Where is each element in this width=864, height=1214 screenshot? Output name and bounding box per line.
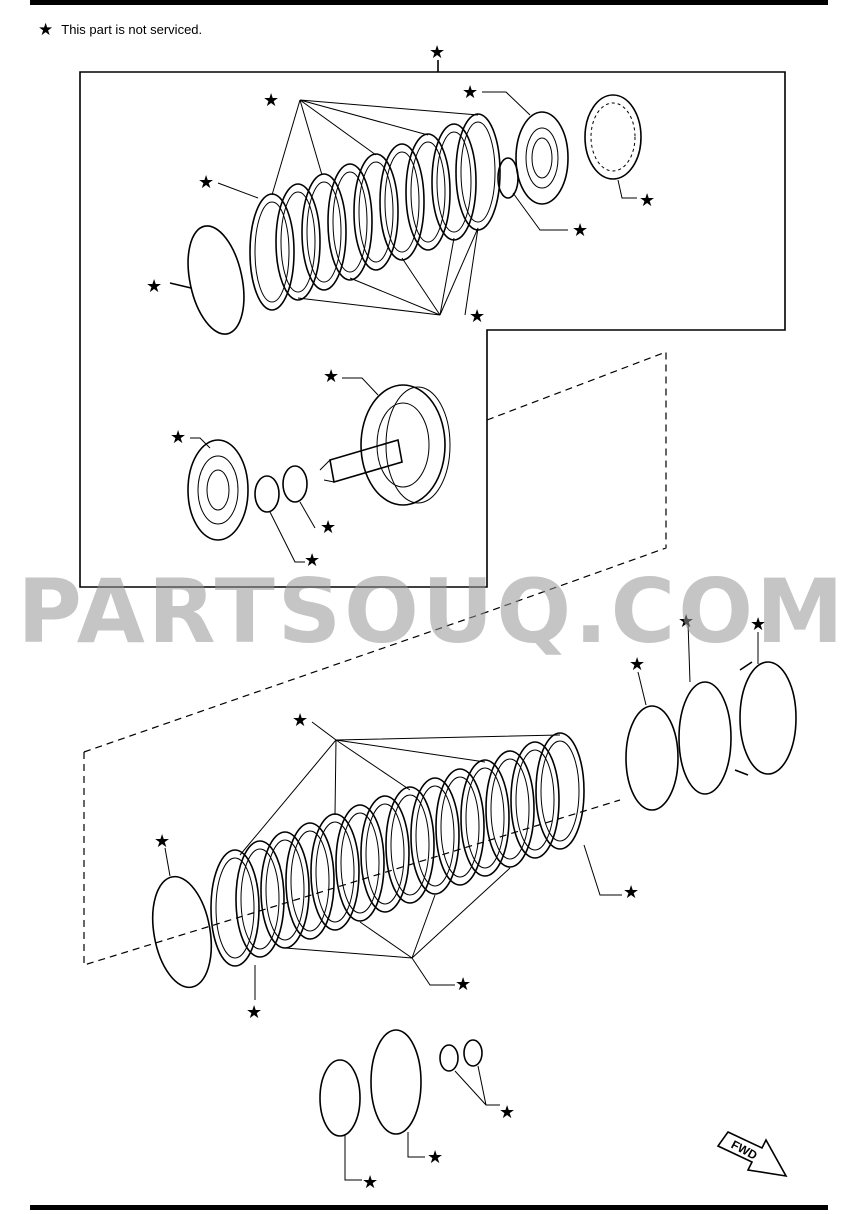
- legend: ★ This part is not serviced.: [38, 18, 202, 40]
- callout-star: ★: [623, 882, 639, 903]
- callout-star: ★: [154, 831, 170, 852]
- leader: [512, 192, 568, 231]
- leader: [217, 182, 259, 199]
- ring-gear: [678, 681, 732, 795]
- lower-left-snap-ring: [151, 875, 213, 989]
- callout-star: ★: [320, 517, 336, 538]
- lower-clutch-plates: [210, 732, 585, 967]
- leader: [344, 1135, 362, 1181]
- callout-star: ★: [198, 172, 214, 193]
- leader: [454, 1065, 500, 1106]
- leader: [687, 621, 691, 683]
- leader: [190, 437, 211, 449]
- seal-ring-larger: [370, 1029, 422, 1135]
- callout-star: ★: [639, 190, 655, 211]
- lower-snap-ring: [625, 705, 679, 811]
- projection-dashed-outline: [83, 351, 667, 966]
- callout-star: ★: [427, 1147, 443, 1168]
- legend-star-icon: ★: [38, 19, 54, 39]
- leader: [299, 501, 316, 529]
- clutch-piston: [515, 111, 569, 205]
- legend-text: This part is not serviced.: [61, 21, 203, 37]
- o-ring-tiny-2: [463, 1039, 483, 1067]
- callout-star: ★: [455, 974, 471, 995]
- callout-star: ★: [469, 306, 485, 327]
- callout-star: ★: [146, 276, 162, 297]
- callout-star: ★: [499, 1102, 515, 1123]
- callout-star: ★: [292, 710, 308, 731]
- callout-star: ★: [170, 427, 186, 448]
- lower-plates-leaders-top: [239, 721, 561, 856]
- bottom-border: [30, 1205, 828, 1210]
- hub-edge: [734, 661, 753, 776]
- leader: [482, 91, 531, 116]
- piston-plate: [187, 439, 249, 541]
- callout-stars: ★ ★ ★ ★ ★ ★ ★ ★ ★ ★ ★ ★ ★ ★ ★ ★ ★ ★ ★ ★ …: [146, 42, 766, 1193]
- o-ring-small: [282, 465, 308, 503]
- upper-clutch-plates: [249, 113, 501, 311]
- clutch-hub: [739, 661, 797, 775]
- clutch-drum-shaft: [319, 384, 451, 506]
- callout-star: ★: [323, 366, 339, 387]
- callout-star: ★: [572, 220, 588, 241]
- callout-star: ★: [429, 42, 445, 63]
- leader: [169, 282, 192, 289]
- leader: [407, 1132, 425, 1158]
- forward-direction-arrow: FWD: [716, 1130, 788, 1178]
- leader: [617, 179, 637, 199]
- leader: [583, 844, 622, 896]
- callout-star: ★: [246, 1002, 262, 1023]
- return-spring: [584, 94, 642, 180]
- callout-star: ★: [304, 550, 320, 571]
- callout-star: ★: [462, 82, 478, 103]
- small-retaining-ring: [497, 157, 519, 199]
- callout-star: ★: [750, 614, 766, 635]
- upper-plates-leaders-bottom: [297, 227, 479, 316]
- o-ring-large: [254, 475, 280, 513]
- upper-assembly-frame: [79, 71, 786, 588]
- lower-plates-leaders-bottom: [284, 867, 511, 986]
- leader: [342, 377, 379, 396]
- callout-star: ★: [263, 90, 279, 111]
- callout-star: ★: [678, 611, 694, 632]
- o-ring-tiny-1: [439, 1044, 459, 1072]
- leader: [269, 511, 305, 563]
- leader: [637, 671, 647, 706]
- leader: [164, 847, 171, 877]
- upper-snap-ring: [187, 225, 245, 335]
- top-border: [30, 0, 828, 5]
- callout-star: ★: [629, 654, 645, 675]
- seal-ring-large: [319, 1059, 361, 1137]
- upper-plates-leaders-top: [271, 99, 479, 196]
- callout-star: ★: [362, 1172, 378, 1193]
- watermark: PARTSOUQ.COM: [17, 560, 847, 663]
